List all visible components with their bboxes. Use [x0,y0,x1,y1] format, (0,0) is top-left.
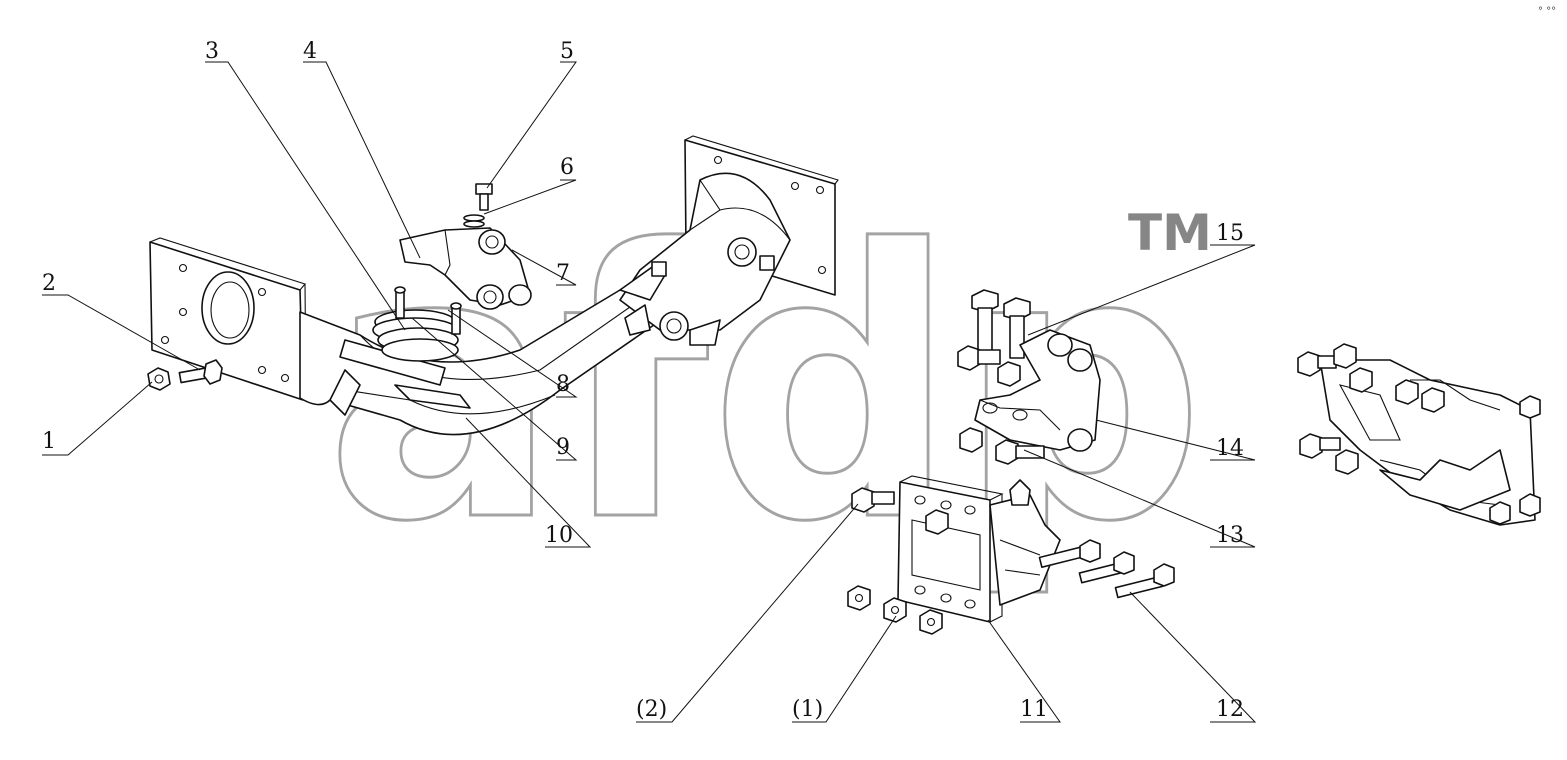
callout-5: 5 [560,39,574,64]
watermark-trademark: TM [1128,204,1212,262]
nut-and-bolt-part-1-2 [147,359,223,391]
bushing-stack-part-3-8-9 [339,286,462,386]
callout-labels: 1 2 3 4 5 6 7 8 9 10 11 12 13 14 15 (2) … [42,39,1244,722]
rocker-bracket-part-4-7 [399,227,532,310]
long-bolts-part-12 [1038,539,1175,599]
callout-9: 9 [556,435,570,460]
callout-13: 13 [1216,523,1244,548]
callout-ref-1: (1) [792,697,823,722]
callout-2: 2 [42,271,56,296]
svg-text:° °°: ° °° [1538,6,1556,17]
callout-6: 6 [560,155,574,180]
callout-3: 3 [205,39,219,64]
callout-7: 7 [556,261,570,286]
bolt-part-15 [971,289,1031,359]
callout-8: 8 [556,372,570,397]
bracket-arm-part-10 [149,135,839,436]
leader-lines [42,61,1257,723]
callout-11: 11 [1020,697,1048,722]
loose-nuts-ref-1 [847,585,943,635]
corner-mark: ° °° [1538,6,1556,17]
assembled-mount-unit [1297,343,1541,526]
callout-1: 1 [42,429,56,454]
callout-4: 4 [303,39,317,64]
callout-12: 12 [1216,697,1244,722]
bolt-and-washer-part-5-6 [463,183,493,228]
mount-bracket-part-13-14-15 [957,289,1101,465]
callout-15: 15 [1216,221,1244,246]
callout-ref-2: (2) [636,697,667,722]
base-plate-part-11 [851,475,1061,623]
callout-10: 10 [545,523,573,548]
callout-14: 14 [1216,436,1244,461]
